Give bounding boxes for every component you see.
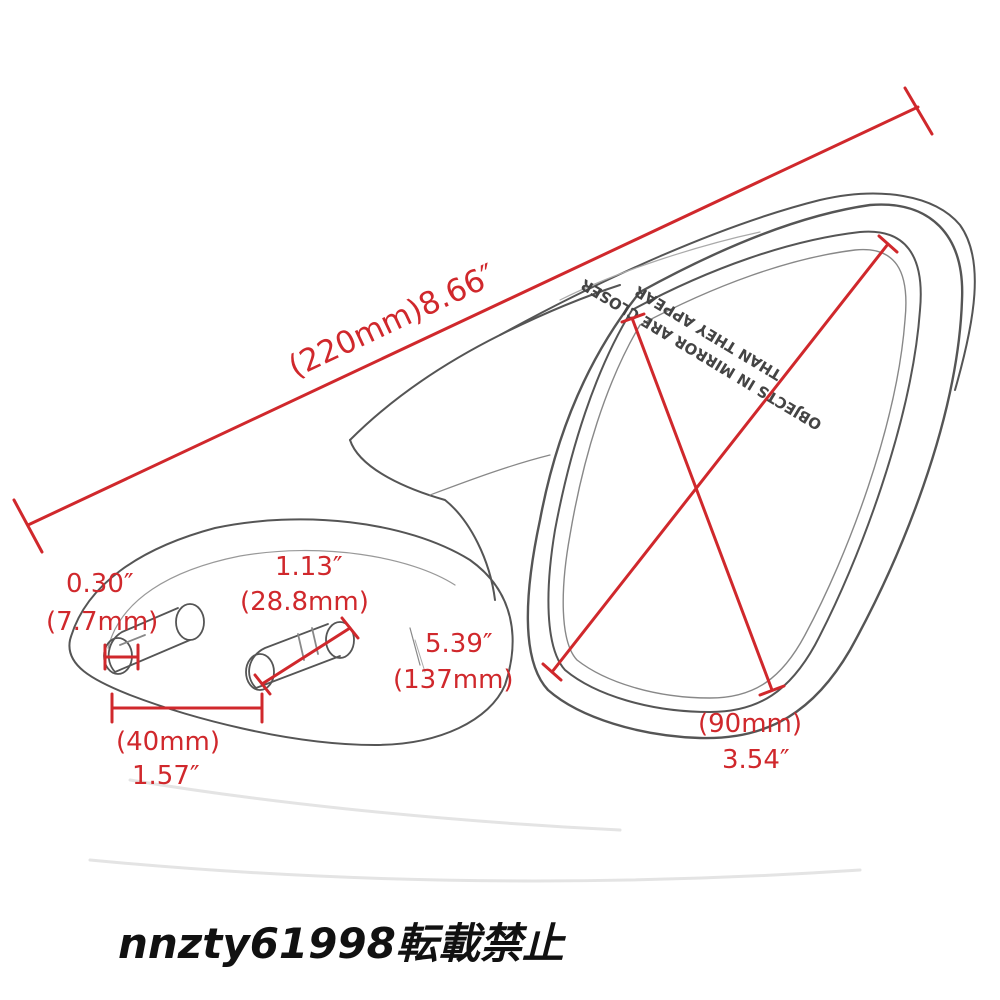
bolt-diameter-in-label: 0.30″ (66, 569, 134, 599)
bolt-spacing-in-label: 1.57″ (132, 761, 200, 791)
mirror-housing (526, 203, 964, 740)
glass-width-tick-bottom (541, 662, 563, 682)
bolt-length-line (260, 626, 352, 686)
mirror-warning-text: OBJECTS IN MIRROR ARE CLOSER THAN THEY A… (577, 275, 825, 434)
glass-width-in-label: 3.54″ (722, 745, 790, 775)
overall-length-line (26, 105, 920, 527)
mirror-stem-crease (429, 454, 551, 496)
bolt-diameter-mm-label: (7.7mm) (46, 607, 158, 637)
overall-length-tick-right (903, 86, 934, 136)
glass-diagonal-tick-top (620, 312, 646, 324)
bolt-length-mm-label: (28.8mm) (240, 587, 369, 617)
bolt-length-in-label: 1.13″ (275, 552, 343, 582)
mounting-bolt-2 (245, 621, 355, 691)
glass-width-line (550, 242, 890, 674)
overall-length-label: (220mm)8.66″ (283, 257, 501, 385)
mirror-warning-line1: OBJECTS IN MIRROR ARE CLOSER (577, 275, 825, 434)
mirror-glass (562, 248, 907, 699)
bolt-length-tick-right (340, 616, 360, 640)
dimension-lines (12, 86, 934, 724)
glass-diagonal-in-label: 5.39″ (425, 629, 493, 659)
mirror-glass-rim (547, 230, 922, 713)
glass-width-mm-label: (90mm) (698, 709, 802, 739)
mirror-stem-lower (349, 439, 496, 601)
glass-diagonal-tick-bottom (758, 684, 786, 697)
shadow-strokes (88, 778, 862, 883)
mount-base-inner (107, 549, 456, 649)
glass-width-tick-top (877, 234, 899, 254)
overall-length-tick-left (12, 498, 44, 554)
watermark-text: nnzty61998転載禁止 (118, 919, 567, 968)
glass-diagonal-line (630, 316, 774, 692)
glass-diagonal-mm-label: (137mm) (393, 665, 514, 695)
bolt-length-tick-left (253, 673, 272, 696)
bolt-spacing-mm-label: (40mm) (116, 727, 220, 757)
mirror-outline (68, 192, 976, 746)
mirror-housing-back (559, 231, 761, 301)
